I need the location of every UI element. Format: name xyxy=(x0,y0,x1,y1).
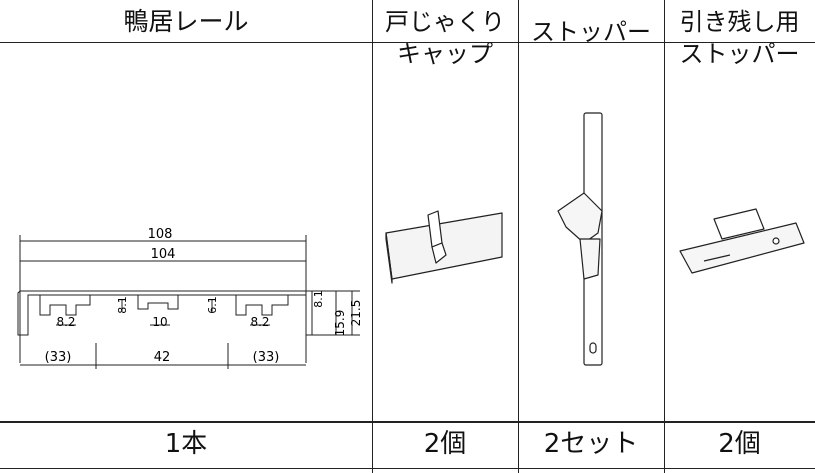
quantity-leftover-stopper: 2個 xyxy=(718,429,761,459)
dim-right-step: 8.1 xyxy=(312,290,325,308)
header-leftover-stopper: 引き残し用 ストッパー xyxy=(664,6,815,70)
dim-right-groove: 8.2 xyxy=(250,315,269,329)
rail-cross-section-drawing: 108 104 8.2 10 8.2 (33) 42 (33) 8.1 6.1 … xyxy=(17,227,363,369)
quantity-rail: 1本 xyxy=(164,429,208,459)
dim-overall-width: 108 xyxy=(148,227,173,242)
header-divider xyxy=(0,42,815,43)
bottom-border xyxy=(0,468,815,469)
dim-height-inner: 15.9 xyxy=(333,310,347,337)
dim-left-groove: 8.2 xyxy=(56,315,75,329)
quantity-door-cap: 2個 xyxy=(423,429,467,459)
dim-center-spacing: 42 xyxy=(154,350,171,365)
dim-step-b: 6.1 xyxy=(206,296,219,314)
leftover-stopper-part-drawing xyxy=(679,208,805,274)
column-divider-3 xyxy=(664,0,665,473)
header-leftover-stopper-line2: ストッパー xyxy=(679,40,800,68)
header-stopper-label: ストッパー xyxy=(531,18,651,46)
header-door-cap: 戸じゃくり キャップ xyxy=(372,6,518,70)
dim-height-total: 21.5 xyxy=(349,300,363,327)
column-divider-1 xyxy=(372,0,373,473)
stopper-part-drawing xyxy=(557,112,603,366)
dim-right-spacing: (33) xyxy=(253,350,280,365)
header-door-cap-line1: 戸じゃくり xyxy=(385,8,505,36)
header-leftover-stopper-line1: 引き残し用 xyxy=(679,8,800,36)
column-divider-2 xyxy=(518,0,519,473)
quantity-stopper: 2セット xyxy=(543,429,639,459)
header-rail: 鴨居レール xyxy=(0,6,372,38)
quantity-divider xyxy=(0,421,815,423)
dim-left-spacing: (33) xyxy=(45,350,72,365)
header-door-cap-line2: キャップ xyxy=(397,40,493,68)
dim-step-a: 8.1 xyxy=(116,296,129,314)
header-stopper: ストッパー xyxy=(518,16,664,48)
door-cap-part-drawing xyxy=(385,210,503,284)
dim-center-groove: 10 xyxy=(152,315,167,329)
dim-inner-width: 104 xyxy=(151,247,176,262)
header-rail-label: 鴨居レール xyxy=(123,7,249,36)
